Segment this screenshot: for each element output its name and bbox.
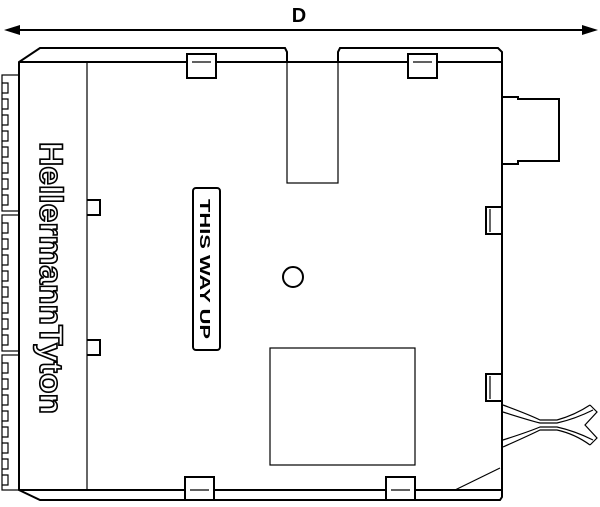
module-body [18,47,503,501]
left-port-strip [1,74,20,491]
side-clip-upper [485,206,503,235]
port-tooth [2,302,9,314]
label-area [269,347,416,466]
this-way-up-label: THIS WAY UP [192,187,221,351]
port-tooth [2,82,9,94]
port-tooth [2,130,9,142]
port-tooth [2,98,9,110]
pull-tab [502,404,598,448]
dimension-label: D [292,5,306,27]
top-clip-left [186,53,217,79]
brand-logo-text: HellermannTyton [33,142,69,414]
port-tooth [2,458,9,470]
rear-connector [503,96,560,165]
port-tooth [2,378,9,390]
port-tooth [2,162,9,174]
port-tooth [2,270,9,282]
port-tooth [2,114,9,126]
port-tooth [2,442,9,454]
port-tooth [2,286,9,298]
port-tooth [2,410,9,422]
port-tooth [2,474,9,486]
port-tooth [2,394,9,406]
port-tooth [2,222,9,234]
this-way-up-text: THIS WAY UP [196,199,213,339]
port-tooth [2,426,9,438]
port-tooth [2,178,9,190]
port-tooth [2,146,9,158]
port-tooth [2,238,9,250]
port-tooth [2,194,9,206]
port-tooth [2,254,9,266]
port-tooth [2,334,9,346]
side-clip-lower [485,373,503,402]
dimension-line-d: D [4,5,598,35]
port-tooth [2,318,9,330]
bottom-clip-left [184,476,215,501]
locating-hole [282,266,304,288]
top-clip-right [407,53,438,79]
bottom-clip-right [385,476,416,501]
port-tooth [2,362,9,374]
